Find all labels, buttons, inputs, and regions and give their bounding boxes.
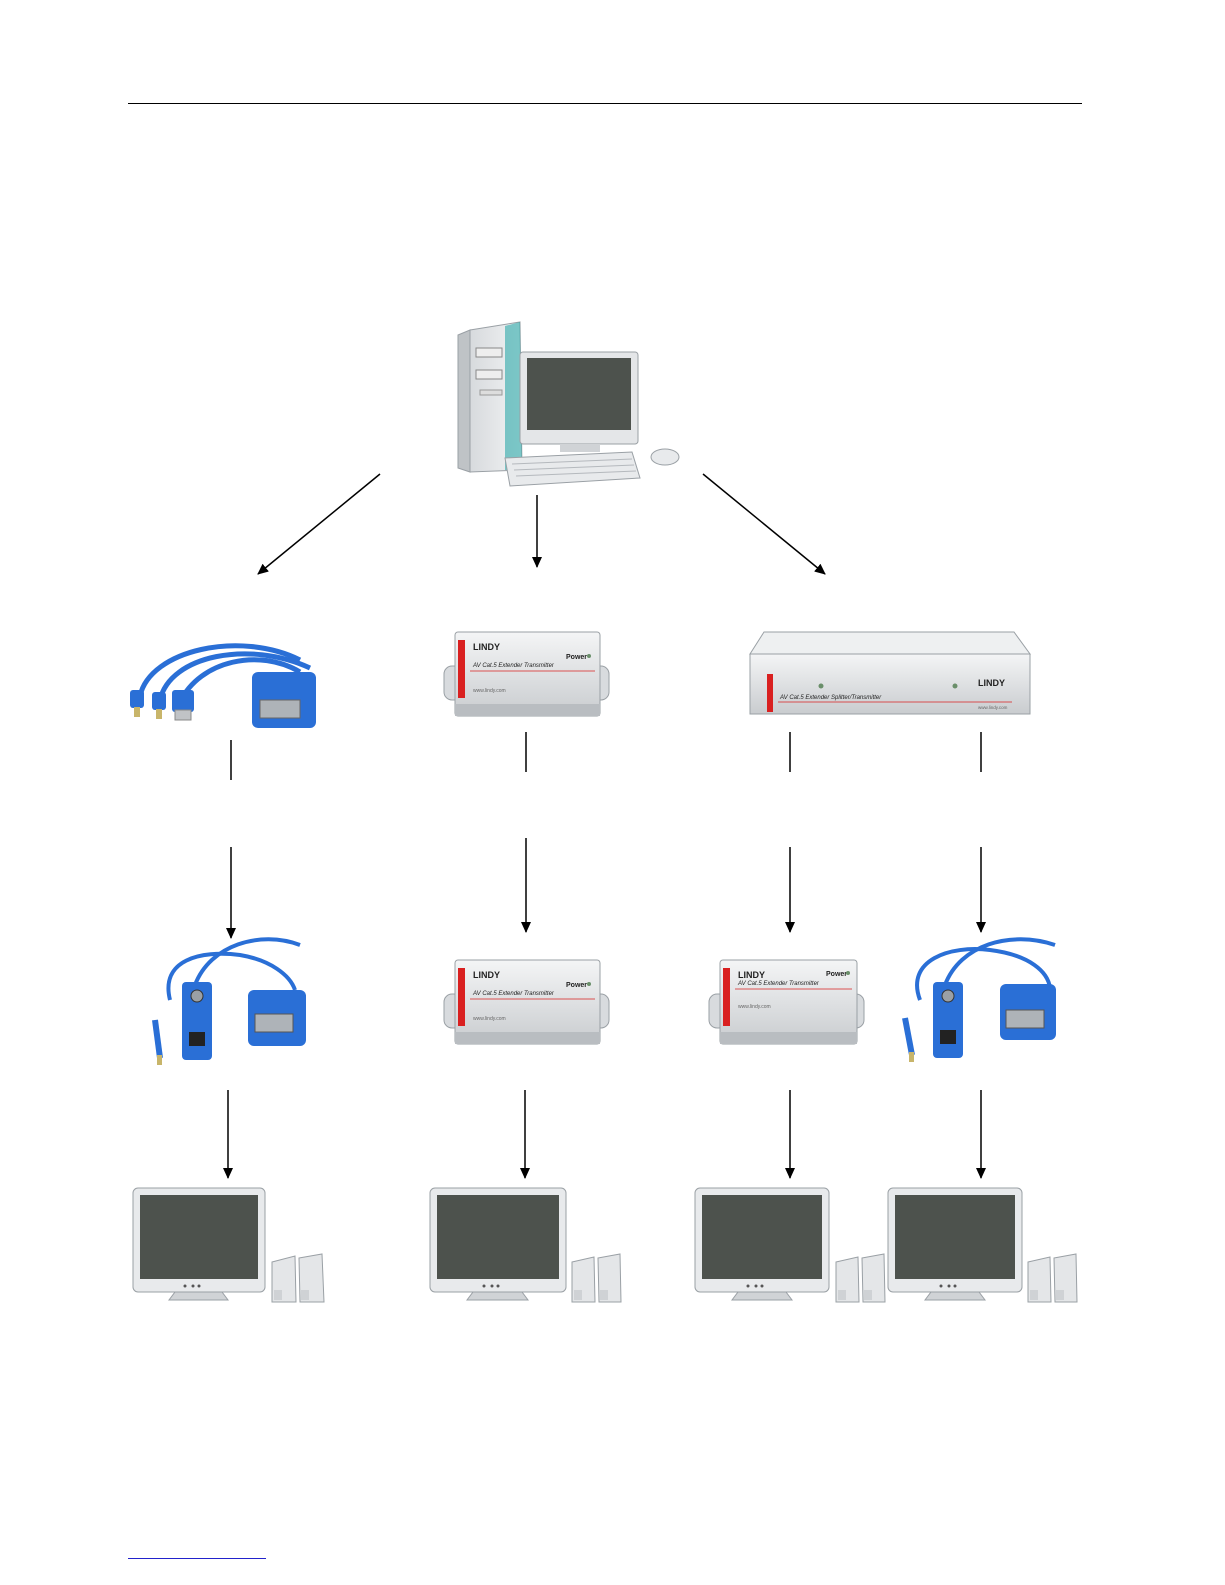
transmitter-middle-icon: LINDY Power AV Cat.5 Extender Transmitte… (444, 960, 609, 1044)
transmitter-right-power: Power (826, 971, 847, 978)
splitter-brand: LINDY (978, 678, 1005, 688)
monitor-4-icon (888, 1188, 1022, 1300)
transmitter-middle-url: www.lindy.com (473, 1016, 506, 1022)
transmitter-middle-power: Power (566, 982, 587, 989)
speakers-1-icon (272, 1254, 324, 1302)
footer-link-rule (128, 1558, 266, 1559)
monitor-1-icon (133, 1188, 265, 1300)
arrow-to-splitter (703, 474, 825, 574)
speakers-2-icon (572, 1254, 621, 1302)
monitor-2-icon (430, 1188, 566, 1300)
vga-usb-audio-cable-icon (130, 646, 316, 728)
transmitter-middle-brand: LINDY (473, 970, 500, 980)
transmitter-top-icon: LINDY Power AV Cat.5 Extender Transmitte… (444, 632, 609, 716)
arrow-to-cable (258, 474, 380, 574)
transmitter-top-power: Power (566, 654, 587, 661)
transmitter-right-url: www.lindy.com (738, 1004, 771, 1010)
transmitter-top-brand: LINDY (473, 642, 500, 652)
transmitter-right-model: AV Cat.5 Extender Transmitter (737, 981, 820, 987)
monitor-3-icon (695, 1188, 829, 1300)
transmitter-middle-model: AV Cat.5 Extender Transmitter (472, 991, 555, 997)
speakers-4-icon (1028, 1254, 1077, 1302)
splitter-model: AV Cat.5 Extender Splitter/Transmitter (779, 695, 882, 701)
receiver-dongle-2-icon (905, 939, 1056, 1062)
computer-icon (458, 322, 679, 486)
splitter-url: www.lindy.com (978, 705, 1008, 710)
transmitter-right-icon: LINDY Power AV Cat.5 Extender Transmitte… (709, 960, 864, 1044)
receiver-dongle-1-icon (155, 939, 306, 1065)
transmitter-top-url: www.lindy.com (473, 688, 506, 694)
speakers-3-icon (836, 1254, 885, 1302)
splitter-transmitter-icon: LINDY AV Cat.5 Extender Splitter/Transmi… (750, 632, 1030, 714)
transmitter-right-brand: LINDY (738, 970, 765, 980)
transmitter-top-model: AV Cat.5 Extender Transmitter (472, 663, 555, 669)
